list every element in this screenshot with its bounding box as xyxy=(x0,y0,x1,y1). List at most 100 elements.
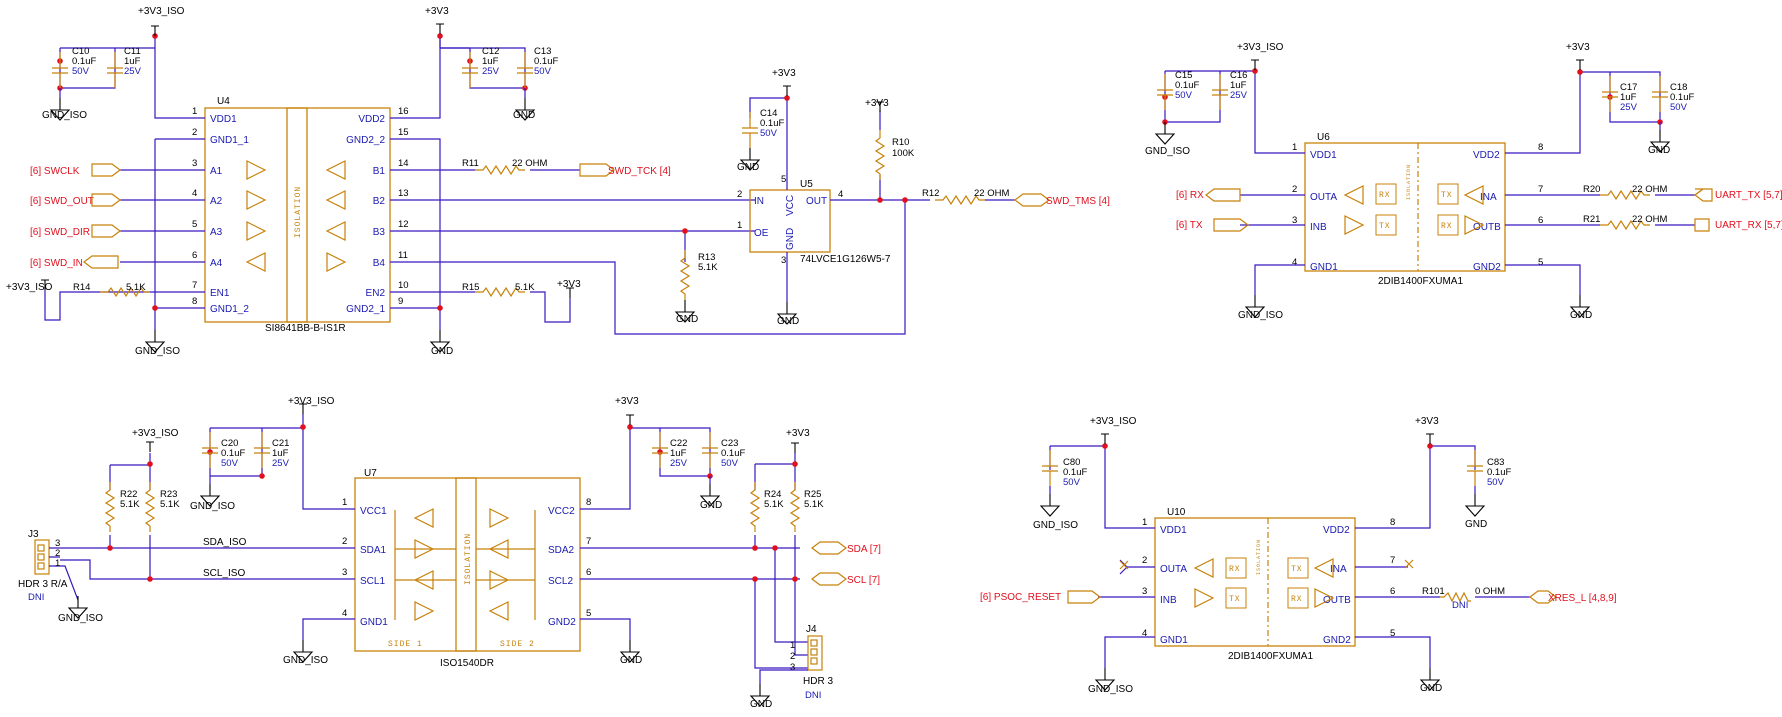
svg-text:0.1uF: 0.1uF xyxy=(72,56,96,67)
swd-tck-label: SWD_TCK [4] xyxy=(608,166,671,177)
svg-text:ISO1540DR: ISO1540DR xyxy=(440,658,494,669)
svg-text:0.1uF: 0.1uF xyxy=(1063,467,1087,478)
svg-text:5.1K: 5.1K xyxy=(160,499,180,510)
svg-text:SDA [7]: SDA [7] xyxy=(847,544,881,555)
svg-text:7: 7 xyxy=(1390,555,1395,566)
svg-text:50V: 50V xyxy=(1670,102,1688,113)
svg-text:3: 3 xyxy=(781,255,786,266)
svg-text:OUT: OUT xyxy=(806,196,827,207)
svg-text:50V: 50V xyxy=(534,66,552,77)
svg-text:C83: C83 xyxy=(1487,457,1504,468)
svg-text:22 OHM: 22 OHM xyxy=(1632,184,1667,195)
svg-text:GND_ISO: GND_ISO xyxy=(1238,310,1283,321)
svg-text:GND_ISO: GND_ISO xyxy=(1145,146,1190,157)
svg-text:R20: R20 xyxy=(1583,184,1600,195)
u4-pin-name: B2 xyxy=(373,196,386,207)
svg-text:C22: C22 xyxy=(670,438,687,449)
svg-text:GND_ISO: GND_ISO xyxy=(135,346,180,357)
svg-text:C21: C21 xyxy=(272,438,289,449)
svg-text:C10: C10 xyxy=(72,46,89,57)
svg-text:50V: 50V xyxy=(72,66,90,77)
svg-text:R101: R101 xyxy=(1422,586,1445,597)
svg-text:XRES_L [4,8,9]: XRES_L [4,8,9] xyxy=(1548,593,1617,604)
svg-text:C13: C13 xyxy=(534,46,551,57)
svg-text:7: 7 xyxy=(1538,184,1543,195)
svg-text:5.1K: 5.1K xyxy=(698,262,718,273)
svg-text:5.1K: 5.1K xyxy=(764,499,784,510)
svg-text:25V: 25V xyxy=(272,458,290,469)
svg-text:3: 3 xyxy=(790,662,795,673)
svg-text:5: 5 xyxy=(586,608,591,619)
svg-text:J3: J3 xyxy=(28,529,39,540)
svg-text:2: 2 xyxy=(1142,555,1147,566)
svg-text:50V: 50V xyxy=(721,458,739,469)
u4-pin-name: A1 xyxy=(210,166,223,177)
svg-text:0.1uF: 0.1uF xyxy=(721,448,745,459)
svg-text:GND1: GND1 xyxy=(360,617,388,628)
svg-text:0 OHM: 0 OHM xyxy=(1475,586,1505,597)
svg-text:ISOLATION: ISOLATION xyxy=(464,533,473,585)
u4-pin-name: VDD1 xyxy=(210,114,237,125)
svg-text:UART_RX [5,7]: UART_RX [5,7] xyxy=(1715,220,1782,231)
svg-text:1: 1 xyxy=(790,640,795,651)
svg-text:4: 4 xyxy=(1292,257,1297,268)
j4-header: 1 2 3 xyxy=(759,635,823,684)
svg-text:1uF: 1uF xyxy=(124,56,141,67)
svg-text:1: 1 xyxy=(1292,142,1297,153)
svg-text:C80: C80 xyxy=(1063,457,1080,468)
svg-text:1: 1 xyxy=(55,558,60,569)
svg-text:22 OHM: 22 OHM xyxy=(1632,214,1667,225)
svg-text:C15: C15 xyxy=(1175,70,1192,81)
svg-text:0.1uF: 0.1uF xyxy=(1175,80,1199,91)
u4-pin-number: 6 xyxy=(192,250,197,261)
svg-text:C23: C23 xyxy=(721,438,738,449)
svg-text:GND_ISO: GND_ISO xyxy=(1088,684,1133,695)
svg-text:GND: GND xyxy=(1570,310,1592,321)
svg-text:TX: TX xyxy=(1229,595,1241,604)
svg-text:U7: U7 xyxy=(364,468,377,479)
svg-text:GND_ISO: GND_ISO xyxy=(283,655,328,666)
svg-text:VDD1: VDD1 xyxy=(1310,150,1337,161)
svg-text:0.1uF: 0.1uF xyxy=(760,118,784,129)
svg-text:SDA2: SDA2 xyxy=(548,545,575,556)
svg-text:3: 3 xyxy=(1142,586,1147,597)
u5-buffer: IN OE OUT VCC GND U5 74LVCE1G126W5-7 2 1… xyxy=(682,95,930,302)
svg-text:R15: R15 xyxy=(462,282,479,293)
svg-text:J4: J4 xyxy=(806,624,817,635)
svg-text:8: 8 xyxy=(1538,142,1543,153)
u7-isolator: ISOLATION SIDE 1 SIDE 2 U7 ISO1540DR VCC… xyxy=(60,414,808,669)
svg-text:+3V3: +3V3 xyxy=(425,6,449,17)
svg-text:2: 2 xyxy=(55,548,60,559)
swd-input-label: [6] SWCLK xyxy=(30,166,80,177)
svg-text:RX: RX xyxy=(1379,191,1391,200)
svg-text:U6: U6 xyxy=(1317,132,1330,143)
svg-text:SDA_ISO: SDA_ISO xyxy=(203,537,247,548)
svg-text:INB: INB xyxy=(1160,595,1177,606)
svg-text:GND: GND xyxy=(620,655,642,666)
svg-text:GND: GND xyxy=(513,110,535,121)
svg-text:OE: OE xyxy=(754,228,769,239)
u4-pin-number: 5 xyxy=(192,219,197,230)
svg-text:GND: GND xyxy=(777,316,799,327)
svg-text:3: 3 xyxy=(55,538,60,549)
svg-text:50V: 50V xyxy=(760,128,778,139)
u4-ref: U4 xyxy=(217,96,230,107)
svg-text:+3V3: +3V3 xyxy=(786,428,810,439)
svg-text:22 OHM: 22 OHM xyxy=(512,158,547,169)
svg-text:INA: INA xyxy=(1330,564,1347,575)
svg-text:[6] PSOC_RESET: [6] PSOC_RESET xyxy=(980,592,1061,603)
svg-text:8: 8 xyxy=(1390,517,1395,528)
u4-pin-number: 9 xyxy=(398,296,403,307)
svg-text:5: 5 xyxy=(781,174,786,185)
svg-text:74LVCE1G126W5-7: 74LVCE1G126W5-7 xyxy=(800,254,891,265)
svg-text:+3V3: +3V3 xyxy=(1415,416,1439,427)
svg-text:0.1uF: 0.1uF xyxy=(1487,467,1511,478)
svg-text:5.1K: 5.1K xyxy=(804,499,824,510)
svg-text:5.1K: 5.1K xyxy=(515,282,535,293)
svg-text:GND_ISO: GND_ISO xyxy=(1033,520,1078,531)
svg-text:VCC2: VCC2 xyxy=(548,506,575,517)
svg-text:5.1K: 5.1K xyxy=(126,282,146,293)
svg-text:+3V3: +3V3 xyxy=(772,68,796,79)
